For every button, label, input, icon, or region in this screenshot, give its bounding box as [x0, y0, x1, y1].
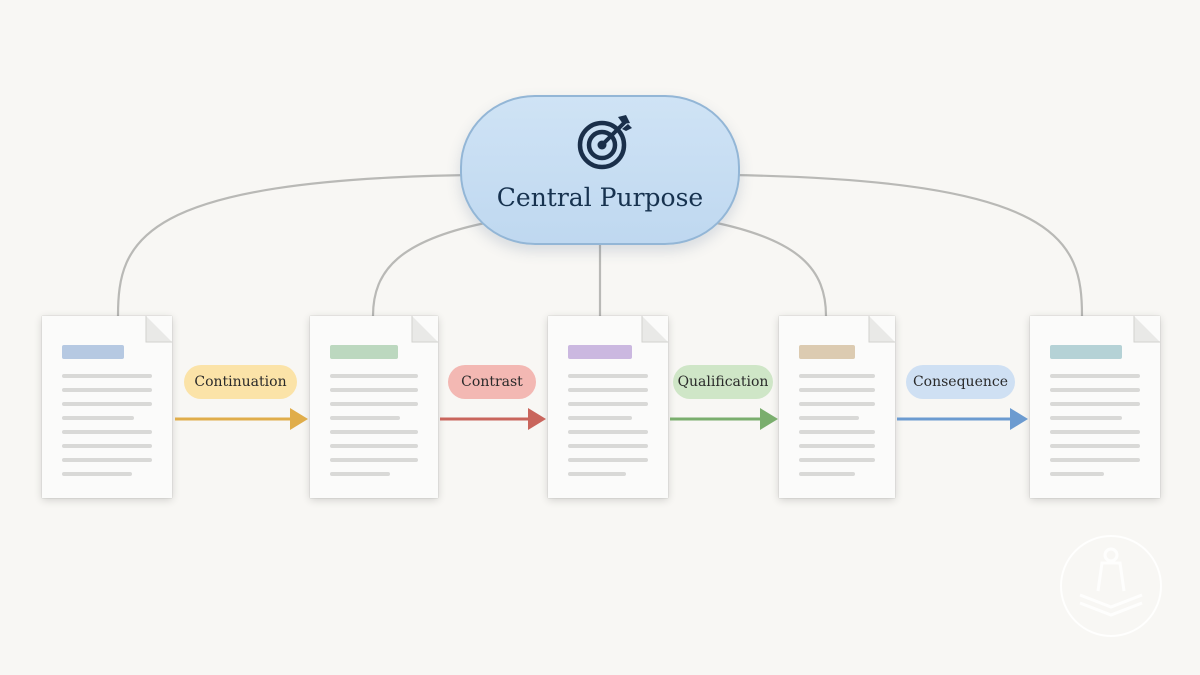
label-consequence: Consequence: [906, 365, 1015, 399]
document-icon: [799, 316, 895, 476]
arrow-contrast: [440, 408, 546, 430]
document-2: [310, 316, 438, 498]
document-icon: [330, 316, 438, 476]
document-icon: [1050, 316, 1160, 476]
document-icon: [62, 316, 172, 476]
document-3: [548, 316, 668, 498]
connector-doc-2: [371, 220, 491, 317]
document-heading-bar: [1050, 345, 1122, 359]
document-5: [1030, 316, 1160, 498]
document-heading-bar: [330, 345, 398, 359]
connector-doc-4: [711, 220, 828, 317]
transition-label: Consequence: [912, 374, 1009, 390]
document-1: [42, 316, 172, 498]
central-purpose-node: Central Purpose: [460, 95, 740, 245]
document-heading-bar: [568, 345, 632, 359]
transition-label: Qualification: [677, 374, 769, 390]
central-purpose-title: Central Purpose: [496, 183, 704, 212]
connector-doc-1: [116, 173, 471, 317]
transition-label: Continuation: [194, 374, 287, 390]
label-qualification: Qualification: [673, 365, 773, 399]
connector-doc-5: [729, 173, 1084, 317]
document-4: [779, 316, 895, 498]
document-heading-bar: [799, 345, 855, 359]
document-heading-bar: [62, 345, 124, 359]
arrow-consequence: [897, 408, 1028, 430]
label-continuation: Continuation: [184, 365, 297, 399]
arrow-qualification: [670, 408, 778, 430]
document-icon: [568, 316, 668, 476]
book-lighthouse-icon: [1060, 535, 1162, 637]
label-contrast: Contrast: [448, 365, 536, 399]
transition-label: Contrast: [461, 374, 523, 390]
target-icon: [577, 115, 632, 170]
arrow-continuation: [175, 408, 308, 430]
